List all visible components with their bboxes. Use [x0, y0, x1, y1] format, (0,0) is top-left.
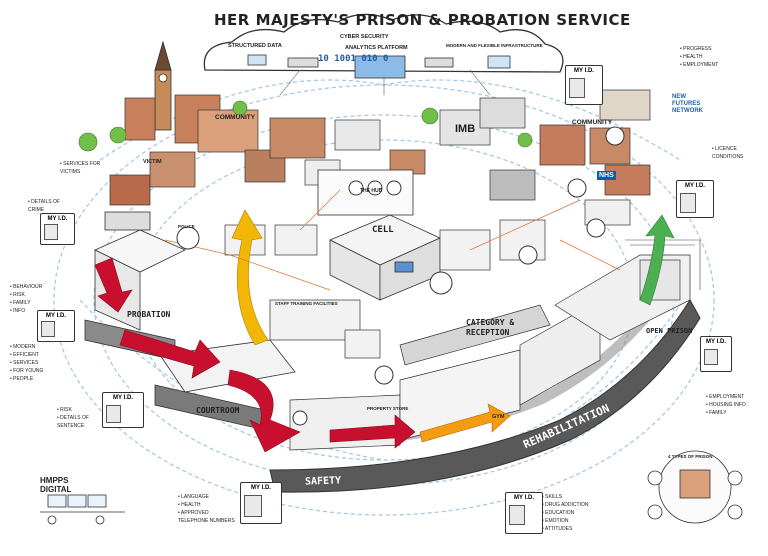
id-badge: MY I.D.: [102, 392, 144, 428]
list-bottom-left: LANGUAGE HEALTH APPROVED TELEPHONE NUMBE…: [178, 493, 238, 525]
label-victim: VICTIM: [143, 159, 162, 165]
cloud-label-analytics: ANALYTICS PLATFORM: [345, 45, 408, 51]
label-hub: THE HUB: [360, 188, 383, 194]
page-title: HER MAJESTY'S PRISON & PROBATION SERVICE: [214, 11, 631, 29]
label-gym: GYM: [492, 414, 505, 420]
label-nhs: NHS: [597, 171, 616, 180]
list-employment: EMPLOYMENT HOUSING INFO FAMILY: [706, 393, 746, 417]
label-new-futures: NEW FUTURES NETWORK: [672, 94, 703, 114]
binary-code: 10 1001 010 0: [318, 54, 389, 64]
cell-room: [329, 214, 441, 301]
label-courtroom: COURTROOM: [196, 406, 240, 415]
id-badge: MY I.D.: [505, 492, 543, 534]
label-probation: PROBATION: [127, 310, 171, 319]
label-safety: SAFETY: [304, 475, 342, 488]
prison-wall: [269, 299, 701, 493]
list-modern: MODERN EFFICIENT SERVICES FOR YOUNG PEOP…: [10, 343, 43, 383]
label-community-right: COMMUNITY: [572, 119, 613, 126]
list-licence: LICENCE CONDITIONS: [712, 145, 757, 161]
label-community-left: COMMUNITY: [215, 114, 256, 121]
label-staff-training: STAFF TRAINING FACILITIES: [275, 301, 338, 306]
list-victims: SERVICES FOR VICTIMS: [60, 160, 102, 176]
list-sentence: RISK DETAILS OF SENTENCE: [57, 406, 97, 430]
label-open-prison: OPEN PRISON: [646, 327, 693, 335]
red-flow-arrows: [94, 257, 416, 453]
list-skills: SKILLS DRUG ADDICTION EDUCATION EMOTION …: [542, 493, 589, 533]
id-badge: MY I.D.: [700, 336, 732, 372]
cloud-label-infrastructure: MODERN AND FLEXIBLE INFRASTRUCTURE: [446, 43, 543, 48]
icon-bubbles: [176, 126, 625, 426]
list-crime: DETAILS OF CRIME: [28, 198, 68, 214]
clock-tower: [154, 40, 172, 131]
id-badge: MY I.D.: [676, 180, 714, 218]
label-four-types: 4 TYPES OF PRISON: [668, 454, 713, 459]
yellow-arrow: [231, 209, 269, 346]
id-badge: MY I.D.: [565, 65, 603, 105]
id-badge: MY I.D.: [240, 482, 282, 524]
list-top-right: PROGRESS HEALTH EMPLOYMENT: [680, 45, 718, 69]
label-imb: IMB: [455, 123, 476, 135]
label-police: POLICE: [178, 224, 195, 229]
hmpps-digital-desk: [40, 494, 125, 525]
cloud-label-structured-data: STRUCTURED DATA: [228, 43, 282, 49]
cloud-label-cyber-security: CYBER SECURITY: [340, 34, 389, 40]
four-types-panel: [647, 450, 743, 524]
id-badge: MY I.D.: [40, 213, 75, 245]
label-property-store: PROPERTY STORE: [367, 406, 409, 411]
id-badge: MY I.D.: [37, 310, 75, 342]
list-behaviour: BEHAVIOUR RISK FAMILY INFO: [10, 283, 42, 315]
label-category-reception: CATEGORY & RECEPTION: [466, 318, 515, 337]
label-cell: CELL: [372, 225, 394, 235]
label-hmpps-digital: HMPPS DIGITAL: [40, 476, 72, 494]
green-arrow: [639, 214, 675, 306]
